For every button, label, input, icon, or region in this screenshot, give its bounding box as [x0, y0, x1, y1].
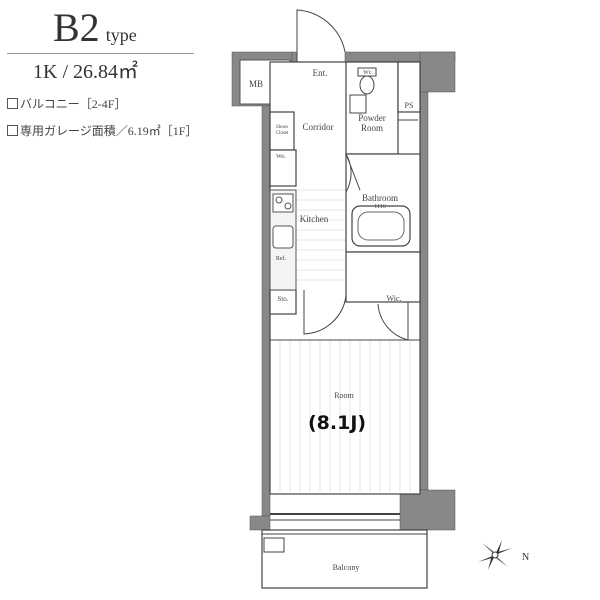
- type-code: B2: [53, 5, 100, 50]
- ps-label: PS: [405, 101, 414, 110]
- wic-label: Wic.: [386, 294, 401, 303]
- balcony-area: [261, 529, 428, 589]
- balcony-label: Balcony: [333, 563, 360, 572]
- storage-label: Sto.: [277, 295, 288, 303]
- small-wc-label: Wc.: [363, 70, 373, 76]
- room-size-label: (8.1J): [308, 412, 367, 434]
- header-divider: [7, 53, 194, 54]
- stove-icon: [272, 193, 294, 213]
- shoes-closet-label-2: Closet: [276, 131, 289, 136]
- north-label: N: [522, 552, 529, 563]
- unit-area: 1K / 26.84㎡: [33, 61, 138, 83]
- powder-room-label-1: Powder: [358, 113, 386, 123]
- bathroom-size-label: 1116: [374, 204, 386, 210]
- kitchen-label: Kitchen: [300, 214, 329, 224]
- fridge-label: Ref.: [276, 255, 287, 262]
- burner-icon: [284, 202, 292, 210]
- bathroom-label: Bathroom: [362, 193, 398, 203]
- balcony-note: バルコニー［2-4F］: [7, 97, 126, 111]
- room-floor-planks: [279, 340, 411, 492]
- doors: [296, 9, 418, 341]
- type-suffix: type: [105, 25, 137, 45]
- burner-icon: [275, 196, 283, 204]
- room-label: Room: [334, 391, 354, 400]
- corridor-label: Corridor: [303, 122, 334, 132]
- sink-icon: [272, 225, 294, 249]
- bathtub-inner: [357, 211, 405, 241]
- compass-icon: N: [478, 540, 529, 570]
- aircon-unit-icon: [263, 537, 285, 553]
- garage-note: 専用ガレージ面積／6.19㎡［1F］: [7, 124, 197, 138]
- shoes-closet-label-1: Shoes: [276, 125, 288, 130]
- mb-label: MB: [249, 79, 263, 89]
- kitchen-floor-hatch: [297, 189, 345, 281]
- note-checkbox-icon: [7, 125, 18, 136]
- toilet-bowl-icon: [359, 75, 375, 95]
- note-checkbox-icon: [7, 98, 18, 109]
- powder-room-label-2: Room: [361, 123, 383, 133]
- vanity-sink-icon: [349, 94, 367, 114]
- washer-label: Wo.: [276, 154, 286, 160]
- entrance-label: Ent.: [313, 68, 328, 78]
